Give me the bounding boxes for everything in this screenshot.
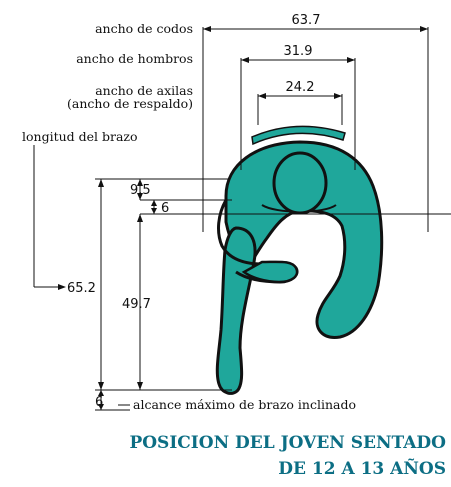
label-shoulder-width: ancho de hombros: [76, 51, 193, 66]
left-hand: [241, 260, 299, 284]
value-shoulder-width: 31.9: [284, 44, 313, 59]
value-head-offset: 9.5: [130, 183, 151, 198]
value-forearm-reach: 49.7: [122, 297, 151, 312]
dimension-labels: ancho de codos ancho de hombros ancho de…: [22, 13, 356, 412]
value-arm-length: 65.2: [67, 281, 96, 296]
horizontal-dimensions: [202, 26, 429, 232]
label-backrest-width: (ancho de respaldo): [67, 96, 193, 111]
value-shoulder-offset: 6: [161, 201, 169, 216]
head: [272, 151, 328, 215]
value-armpit-width: 24.2: [286, 80, 315, 95]
label-arm-length: longitud del brazo: [22, 129, 138, 144]
caption: POSICION DEL JOVEN SENTADO DE 12 A 13 AÑ…: [129, 433, 446, 479]
value-hand-offset: 6: [95, 395, 103, 410]
backrest-arc: [251, 125, 346, 146]
value-elbow-width: 63.7: [292, 13, 321, 28]
seated-figure: [215, 125, 384, 395]
label-max-reach: alcance máximo de brazo inclinado: [133, 397, 356, 412]
vertical-dimensions: [33, 145, 451, 411]
caption-line-1: POSICION DEL JOVEN SENTADO: [129, 433, 446, 453]
left-forearm: [215, 226, 257, 395]
caption-line-2: DE 12 A 13 AÑOS: [278, 457, 446, 479]
label-armpit-width: ancho de axilas: [95, 83, 193, 98]
label-elbow-width: ancho de codos: [95, 21, 193, 36]
